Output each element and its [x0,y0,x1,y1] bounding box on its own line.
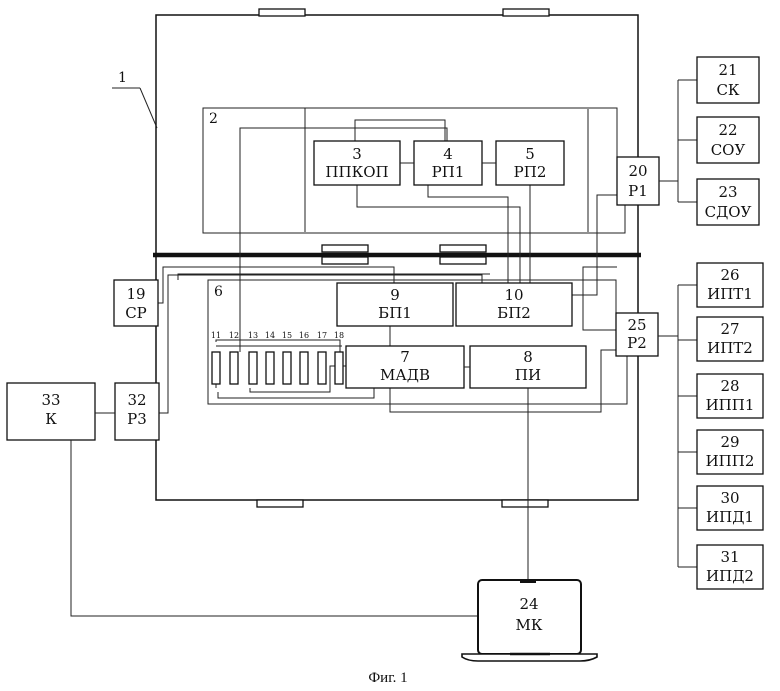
bottom-foot-left [257,500,303,507]
block-8-name: ПИ [515,366,541,384]
block-4-num: 4 [443,145,453,163]
block-5-num: 5 [525,145,535,163]
block-26-num: 26 [720,266,739,284]
lower-frame-label: 6 [214,284,223,300]
top-latch-right [503,9,549,16]
resistor-18 [335,352,343,384]
block-5-name: РП2 [514,163,547,181]
middle-hinge-upper-right [440,245,486,252]
block-20-num: 20 [628,162,647,180]
block-7-num: 7 [400,348,410,366]
resistor-11 [212,352,220,384]
block-31-name: ИПД2 [706,567,754,585]
top-latch-left [259,9,305,16]
resistor-15 [283,352,291,384]
block-9-name: БП1 [378,304,412,322]
block-31-num: 31 [720,548,739,566]
figure-caption: Фиг. 1 [368,670,407,686]
block-10-num: 10 [504,286,523,304]
block-20-name: Р1 [628,182,648,200]
block-25-name: Р2 [627,334,647,352]
housing-label: 1 [118,70,127,86]
resistor-13 [249,352,257,384]
block-33-num: 33 [41,391,60,409]
block-21-num: 21 [718,61,737,79]
block-10-name: БП2 [497,304,531,322]
block-25-num: 25 [627,316,646,334]
block-28-num: 28 [720,377,739,395]
resistor-16 [300,352,308,384]
block-30-num: 30 [720,489,739,507]
housing-leader-diag [140,88,157,128]
block-32-num: 32 [127,391,146,409]
block-22-num: 22 [718,121,737,139]
bottom-foot-right [502,500,548,507]
block-29-name: ИПП2 [706,452,755,470]
block-19-name: СР [125,304,147,322]
resistor-label-18: 18 [334,331,344,340]
resistor-14 [266,352,274,384]
block-33-name: К [45,410,57,428]
block-23-num: 23 [718,183,737,201]
block-30-name: ИПД1 [706,508,754,526]
block-32-name: Р3 [127,410,147,428]
resistor-label-17: 17 [317,331,327,340]
block-9-num: 9 [390,286,400,304]
block-7-name: МАДВ [380,366,430,384]
upper-compartment [156,15,638,255]
block-24-num: 24 [519,595,538,613]
block-24-name: МК [516,616,543,634]
middle-hinge-upper-left [322,245,368,252]
block-27-name: ИПТ2 [707,339,753,357]
block-21-name: СК [716,81,739,99]
resistor-label-11: 11 [211,331,221,340]
block-28-name: ИПП1 [706,396,755,414]
block-22-name: СОУ [711,141,746,159]
block-4-name: РП1 [432,163,465,181]
block-26-name: ИПТ1 [707,285,753,303]
resistor-17 [318,352,326,384]
upper-frame-label: 2 [209,111,218,127]
resistor-label-14: 14 [265,331,275,340]
resistor-12 [230,352,238,384]
middle-hinge-lower-right [440,257,486,264]
resistor-label-12: 12 [229,331,239,340]
block-27-num: 27 [720,320,739,338]
resistor-label-15: 15 [282,331,292,340]
block-23-name: СДОУ [705,203,752,221]
middle-hinge-lower-left [322,257,368,264]
block-3-num: 3 [352,145,362,163]
block-8-num: 8 [523,348,533,366]
block-29-num: 29 [720,433,739,451]
block-3-name: ППКОП [325,163,388,181]
resistor-label-16: 16 [299,331,309,340]
block-19-num: 19 [126,285,145,303]
resistor-label-13: 13 [248,331,258,340]
